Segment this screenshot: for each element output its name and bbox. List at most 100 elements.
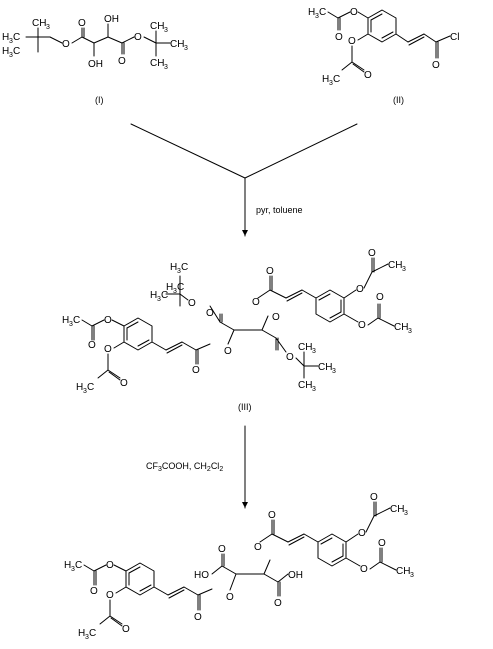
step2-conditions: CF3COOH, CH2Cl2	[146, 461, 223, 473]
svg-text:O: O	[90, 586, 98, 597]
svg-text:3: 3	[177, 268, 181, 275]
svg-text:C: C	[319, 7, 326, 18]
svg-text:3: 3	[9, 52, 13, 59]
svg-text:O: O	[360, 564, 368, 575]
svg-text:O: O	[106, 560, 114, 571]
svg-text:C: C	[161, 290, 168, 301]
svg-text:O: O	[286, 352, 294, 363]
svg-text:C: C	[181, 262, 188, 273]
svg-text:CF3COOH, CH2Cl2: CF3COOH, CH2Cl2	[146, 461, 223, 473]
svg-text:O: O	[226, 592, 234, 603]
svg-text:3: 3	[83, 388, 87, 395]
svg-text:3: 3	[71, 566, 75, 573]
svg-text:O: O	[62, 39, 70, 50]
svg-text:C: C	[87, 382, 94, 393]
svg-text:O: O	[118, 56, 126, 67]
svg-text:3: 3	[404, 510, 408, 517]
svg-text:O: O	[348, 36, 356, 47]
svg-text:3: 3	[410, 572, 414, 579]
svg-text:O: O	[122, 624, 130, 635]
svg-text:C: C	[333, 74, 340, 85]
svg-text:H: H	[2, 32, 9, 43]
svg-text:O: O	[194, 612, 202, 623]
step1-conditions: pyr, toluene	[256, 205, 303, 215]
svg-text:H: H	[62, 315, 69, 326]
svg-text:C: C	[13, 46, 20, 57]
svg-text:O: O	[192, 365, 200, 376]
svg-text:3: 3	[173, 288, 177, 295]
svg-text:3: 3	[184, 45, 188, 52]
compound-ii-label: (II)	[393, 95, 404, 105]
svg-text:O: O	[358, 528, 366, 539]
svg-text:CH: CH	[394, 322, 408, 333]
svg-text:O: O	[368, 248, 376, 259]
svg-text:3: 3	[46, 24, 50, 31]
svg-text:O: O	[274, 598, 282, 609]
svg-text:CH: CH	[318, 362, 332, 373]
svg-text:O: O	[335, 32, 343, 43]
svg-text:CH: CH	[150, 58, 164, 69]
svg-text:O: O	[350, 7, 358, 18]
svg-text:CH: CH	[298, 380, 312, 391]
svg-text:O: O	[252, 297, 260, 308]
svg-text:O: O	[266, 266, 274, 277]
svg-text:Cl: Cl	[450, 32, 459, 43]
svg-text:O: O	[358, 320, 366, 331]
svg-text:CH: CH	[150, 21, 164, 32]
svg-text:3: 3	[408, 328, 412, 335]
svg-text:C: C	[13, 32, 20, 43]
svg-text:3: 3	[164, 64, 168, 71]
svg-text:CH: CH	[298, 342, 312, 353]
svg-text:HO: HO	[194, 570, 209, 581]
svg-text:O: O	[78, 18, 86, 29]
svg-text:O: O	[188, 298, 196, 309]
svg-text:3: 3	[9, 38, 13, 45]
svg-text:3: 3	[164, 27, 168, 34]
svg-text:3: 3	[312, 386, 316, 393]
svg-text:O: O	[356, 284, 364, 295]
svg-text:H: H	[308, 7, 315, 18]
svg-text:O: O	[134, 32, 142, 43]
svg-text:C: C	[177, 282, 184, 293]
svg-text:O: O	[218, 544, 226, 555]
svg-text:O: O	[224, 346, 232, 357]
svg-text:CH: CH	[32, 18, 46, 29]
svg-text:O: O	[254, 542, 262, 553]
svg-text:OH: OH	[88, 59, 103, 70]
svg-text:OH: OH	[104, 14, 119, 25]
svg-text:C: C	[89, 628, 96, 639]
svg-text:O: O	[104, 344, 112, 355]
svg-text:H: H	[322, 74, 329, 85]
svg-text:C: C	[75, 560, 82, 571]
svg-text:O: O	[364, 70, 372, 81]
svg-text:3: 3	[312, 348, 316, 355]
svg-text:CH: CH	[388, 260, 402, 271]
svg-text:O: O	[268, 510, 276, 521]
svg-text:3: 3	[315, 13, 319, 20]
svg-text:3: 3	[69, 321, 73, 328]
svg-text:3: 3	[329, 80, 333, 87]
svg-text:O: O	[272, 312, 280, 323]
svg-text:3: 3	[157, 296, 161, 303]
svg-text:CH: CH	[170, 39, 184, 50]
svg-text:H: H	[76, 382, 83, 393]
svg-text:O: O	[432, 60, 440, 71]
svg-text:O: O	[106, 590, 114, 601]
svg-text:OH: OH	[288, 570, 303, 581]
svg-text:H: H	[170, 262, 177, 273]
svg-text:H: H	[166, 282, 173, 293]
svg-text:3: 3	[402, 266, 406, 273]
svg-text:H: H	[2, 46, 9, 57]
svg-text:CH: CH	[390, 504, 404, 515]
svg-text:H: H	[78, 628, 85, 639]
svg-text:3: 3	[332, 368, 336, 375]
compound-i-label: (I)	[95, 95, 104, 105]
svg-text:O: O	[376, 292, 384, 303]
svg-text:O: O	[370, 492, 378, 503]
svg-text:CH: CH	[396, 566, 410, 577]
